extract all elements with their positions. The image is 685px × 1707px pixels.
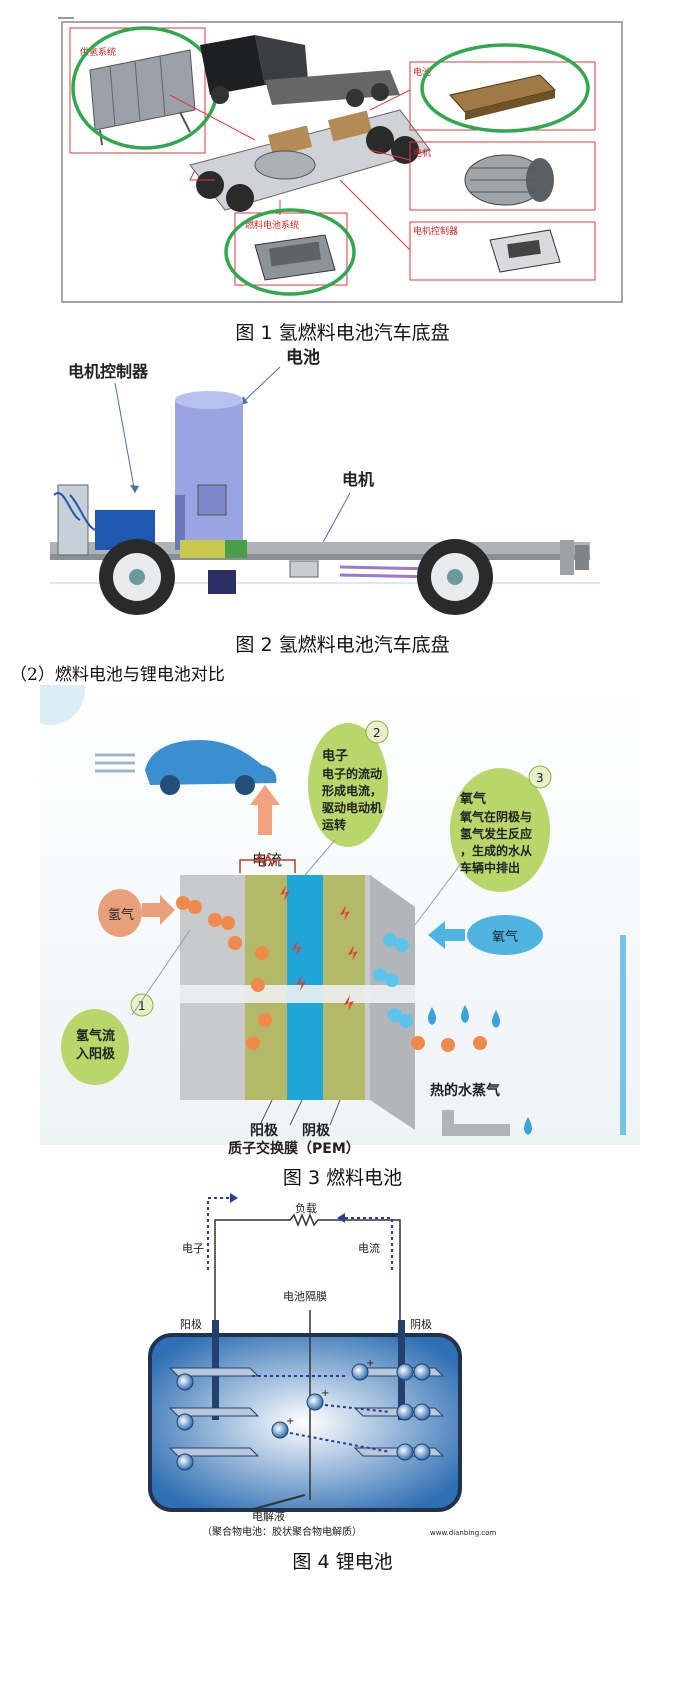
fig3-hydrogen-label: 氢气 — [108, 907, 134, 923]
figure1-caption: 图 1 氢燃料电池汽车底盘 — [235, 322, 450, 344]
fig4-electron-label: 电子 — [182, 1242, 204, 1255]
fig1-label-motor-controller: 电机控制器 — [413, 225, 458, 237]
ion-plus-3: + — [286, 1416, 294, 1427]
ion-plus-1: + — [366, 1358, 374, 1369]
fig2-label-battery: 电池 — [286, 347, 320, 368]
fig3-steam-label: 热的水蒸气 — [430, 1082, 500, 1099]
fuel-cell-module-illustration — [254, 234, 336, 281]
battery-pack-illustration — [449, 74, 556, 120]
electrolyte-container — [148, 1333, 462, 1512]
oxygen-inlet: 氧气 — [428, 915, 543, 955]
svg-text:，生成的水从: ，生成的水从 — [460, 843, 532, 858]
rear-wheel — [417, 539, 493, 615]
lithium-ions — [176, 1363, 431, 1471]
step3-badge: 3 氧气 氧气在阴极与 氢气发生反应 ，生成的水从 车辆中排出 — [414, 765, 552, 926]
hydrogen-tank-illustration — [89, 49, 196, 146]
motor-illustration — [464, 154, 554, 206]
motor-controller-illustration — [489, 229, 561, 273]
step1-badge: 1 氢气流 入阳极 — [61, 929, 191, 1085]
fig2-label-motor: 电机 — [342, 470, 374, 489]
battery-tank — [175, 391, 243, 550]
ion-plus-2: + — [321, 1388, 329, 1399]
svg-text:驱动电动机: 驱动电动机 — [322, 800, 382, 815]
svg-text:氧气在阴极与: 氧气在阴极与 — [459, 809, 532, 824]
fig2-label-motor-controller: 电机控制器 — [68, 362, 149, 381]
figure4-lithium-battery-diagram: 负载 电子 电流 阳极 阴极 电池隔膜 + + + — [148, 1193, 496, 1538]
figure1-chassis-diagram: 供氢系统 电池 — [58, 17, 623, 303]
fig4-watermark: www.dianbing.com — [430, 1529, 496, 1537]
svg-text:形成电流，: 形成电流， — [322, 783, 382, 798]
hydrogen-inlet: 氢气 — [98, 889, 175, 937]
fig3-step3-title: 氧气 — [459, 791, 486, 807]
fig4-cathode-label: 阴极 — [410, 1317, 432, 1331]
figure2-caption: 图 2 氢燃料电池汽车底盘 — [235, 634, 450, 656]
svg-text:3: 3 — [536, 771, 544, 785]
fig4-electrolyte-label: 电解液 — [252, 1509, 285, 1523]
section-heading: （2）燃料电池与锂电池对比 — [10, 665, 225, 685]
svg-text:1: 1 — [138, 999, 146, 1013]
front-wheel — [99, 539, 175, 615]
current-up-arrow — [250, 785, 280, 835]
figure2-chassis-diagram: 电机控制器 电池 电机 — [50, 347, 600, 615]
figure4-caption: 图 4 锂电池 — [292, 1551, 393, 1573]
highlight-circle-fuel-cell — [224, 208, 356, 296]
figure3-caption: 图 3 燃料电池 — [282, 1167, 403, 1189]
chassis-illustration — [189, 109, 431, 212]
svg-text:车辆中排出: 车辆中排出 — [460, 860, 520, 875]
svg-text:氢气发生反应: 氢气发生反应 — [460, 826, 532, 841]
figure3-fuel-cell-diagram: 电流 氢气 氧气 — [40, 685, 640, 1145]
svg-text:2: 2 — [373, 726, 381, 740]
highlight-circle-battery — [420, 43, 590, 133]
svg-text:电子的流动: 电子的流动 — [322, 766, 382, 781]
fig3-anode-label: 阳极 — [250, 1122, 279, 1139]
fig4-load-label: 负载 — [295, 1201, 317, 1215]
fig4-separator-label: 电池隔膜 — [283, 1290, 327, 1303]
fig4-current-label: 电流 — [358, 1241, 380, 1255]
fig4-anode-label: 阳极 — [180, 1317, 202, 1331]
car-icon — [95, 740, 277, 795]
fig3-step2-title: 电子 — [322, 748, 348, 764]
fig3-cathode-label: 阴极 — [302, 1122, 331, 1139]
fig3-oxygen-label: 氧气 — [492, 929, 518, 945]
svg-text:运转: 运转 — [322, 817, 346, 832]
fig3-pem-label: 质子交换膜（PEM） — [228, 1141, 360, 1157]
truck-illustration — [200, 35, 400, 107]
fuel-cell-stack — [180, 875, 415, 1130]
fig1-label-fuel-cell-system: 燃料电池系统 — [245, 219, 299, 231]
fig4-note: （聚合物电池：胶状聚合物电解质） — [202, 1525, 362, 1538]
fig3-step1-line2: 入阳极 — [76, 1046, 116, 1062]
fig3-step1-line1: 氢气流 — [76, 1028, 115, 1044]
fig1-label-motor: 电机 — [413, 147, 431, 159]
step2-badge: 2 电子 电子的流动 形成电流， 驱动电动机 运转 — [304, 720, 389, 876]
